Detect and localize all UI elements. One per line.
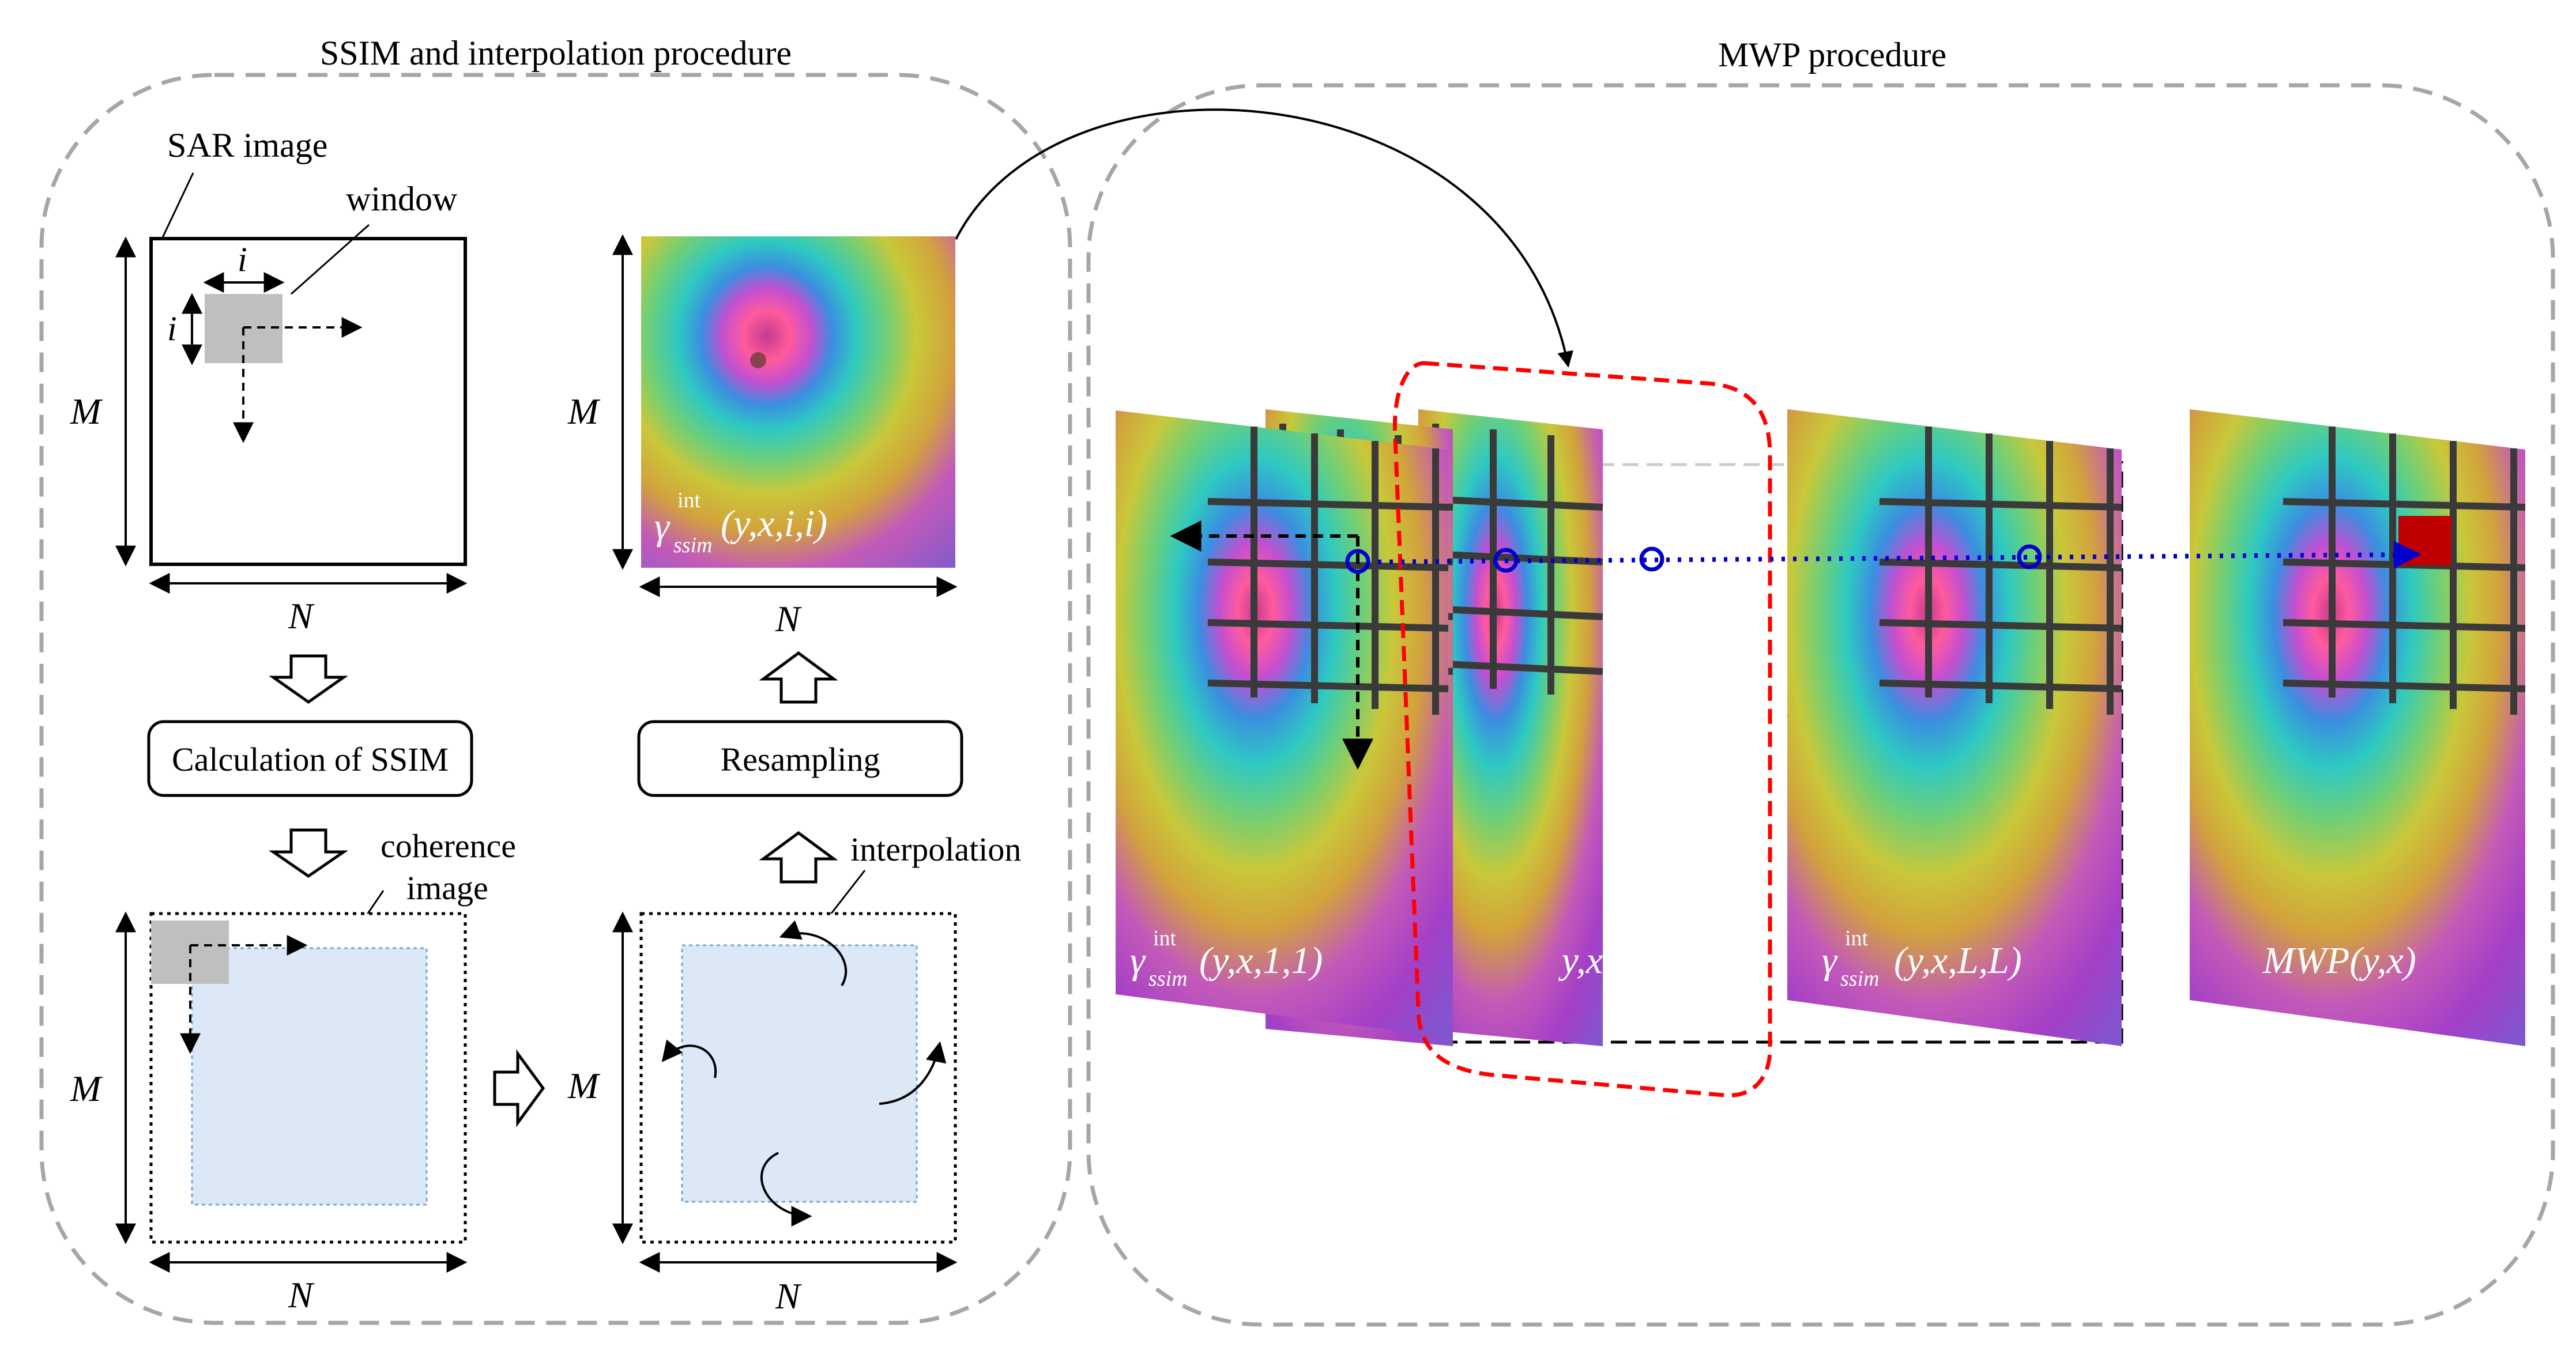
window-width-label: i: [238, 240, 247, 278]
mwp-selected-cell: [2398, 516, 2451, 565]
resampled-map-image: [641, 236, 955, 568]
layer-1-formula-sub: ssim: [1148, 967, 1188, 991]
flow-arrow-up-1: [759, 831, 838, 884]
layer-1-formula-gamma: γ: [1130, 940, 1146, 982]
mwp-layer: MWP(y,x): [2190, 409, 2526, 1046]
stack-layer-1: γ int ssim (y,x,1,1): [1116, 410, 1449, 1038]
resampling-label: Resampling: [720, 741, 880, 778]
interp-curve-top: [779, 920, 847, 987]
left-panel-frame: [39, 73, 1072, 1325]
resampling-box: [637, 720, 963, 797]
layer-1-formula-sup: int: [1153, 926, 1177, 950]
resampled-formula-sup: int: [677, 488, 701, 512]
sar-image-block: SAR image window i i M N: [70, 126, 468, 636]
coherence-image-label-line1: coherence: [381, 827, 516, 865]
selected-layer-red-outline: [1392, 361, 1772, 1097]
interp-curve-bottom: [760, 1152, 812, 1227]
layer-L-formula-sup: int: [1845, 926, 1869, 950]
interp-curve-right: [879, 1041, 947, 1105]
window-height-label: i: [167, 310, 177, 348]
coherence-height-label: M: [70, 1068, 103, 1109]
resampled-width-label: N: [775, 598, 802, 639]
coherence-inner-square: [191, 947, 428, 1206]
pixel-marker-2: [1493, 548, 1519, 573]
flow-arrow-down-2: [268, 828, 349, 878]
flow-arrow-down-1: [269, 654, 348, 704]
stack-layer-L: γ int ssim (y,x,L,L): [1787, 409, 2122, 1046]
sar-width-label: N: [288, 595, 315, 636]
flow-arrow-up-2: [759, 651, 838, 704]
interp-height-label: M: [567, 1065, 601, 1106]
interp-width-label: N: [775, 1276, 802, 1316]
pixel-marker-1: [1345, 549, 1370, 574]
right-panel-title: MWP procedure: [1718, 36, 1946, 74]
resampled-formula-args: (y,x,i,i): [721, 503, 827, 545]
resampled-formula-sub: ssim: [673, 533, 713, 557]
pixel-marker-3: [1639, 546, 1664, 572]
layer-L-formula-sub: ssim: [1840, 967, 1880, 991]
layer-1-formula-args: (y,x,1,1): [1199, 940, 1323, 982]
flow-arrow-right: [493, 1049, 545, 1127]
mwp-formula: MWP(y,x): [2262, 940, 2416, 982]
layer-L-formula-args: (y,x,L,L): [1894, 940, 2022, 982]
left-panel-title: SSIM and interpolation procedure: [320, 34, 792, 72]
sar-image-leader: [161, 172, 194, 238]
transfer-curve-arrow: [955, 108, 1573, 368]
resampled-map-block: γ int ssim (y,x,i,i) M N: [567, 234, 958, 639]
interp-inner-square: [681, 944, 918, 1203]
layer-L-formula-gamma: γ: [1822, 940, 1838, 982]
sar-image-square: [149, 237, 467, 566]
interpolation-label: interpolation: [850, 831, 1021, 868]
calc-ssim-box: [147, 720, 473, 797]
resampled-map-peak: [750, 352, 766, 368]
coherence-image-label-line2: image: [406, 869, 488, 907]
interp-curve-left: [661, 1039, 717, 1078]
right-panel-frame: [1086, 83, 2555, 1327]
interpolation-image-block: interpolation M N: [567, 831, 1021, 1316]
coherence-width-label: N: [288, 1274, 315, 1315]
window-leader: [291, 224, 370, 295]
sar-image-label: SAR image: [167, 126, 327, 164]
sar-height-label: M: [70, 391, 103, 432]
stack-layer-3: y,x,i,i): [1418, 409, 1656, 1046]
layer-3-formula: y,x,i,i): [1558, 940, 1655, 982]
pixel-trace-blue-line: [1366, 541, 2421, 569]
calc-ssim-label: Calculation of SSIM: [172, 741, 449, 778]
pixel-marker-L: [2017, 544, 2042, 569]
resampled-height-label: M: [567, 391, 601, 432]
resampled-formula-gamma: γ: [654, 506, 671, 548]
window-label: window: [346, 180, 458, 218]
coherence-image-block: coherence image M N: [70, 827, 516, 1315]
